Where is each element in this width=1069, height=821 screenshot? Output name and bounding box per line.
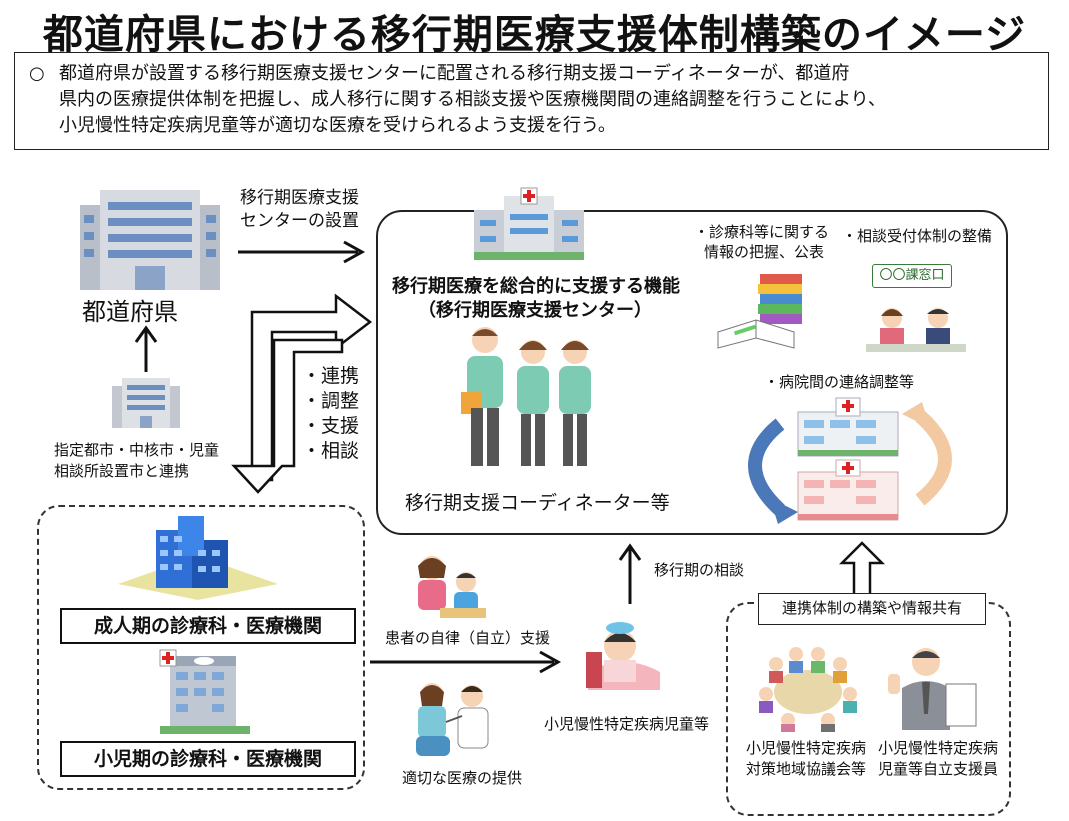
city-office-icon <box>112 378 180 428</box>
center-function-title: 移行期医療を総合的に支援する機能 <box>392 276 680 297</box>
partner-line2: 相談所設置市と連携 <box>54 462 190 480</box>
center-setup-line1: 移行期医療支援 <box>240 188 359 208</box>
prefecture-label: 都道府県 <box>82 298 178 326</box>
council-line1: 小児慢性特定疾病 <box>746 739 867 757</box>
council-meeting-illustration <box>759 647 857 732</box>
page-title: 都道府県における移行期医療支援体制構築のイメージ <box>42 12 1027 58</box>
summary-line-3: 小児慢性特定疾病児童等が適切な医療を受けられるよう支援を行う。 <box>59 115 616 136</box>
coop-item-soudan: ・相談 <box>302 440 360 462</box>
support-center-hospital-icon <box>474 187 584 260</box>
support-officer-illustration <box>888 648 977 730</box>
transition-consult-arrow <box>618 543 642 604</box>
books-icon <box>717 274 802 349</box>
mother-child-illustration <box>418 556 486 618</box>
doctor-patient-illustration <box>416 683 489 756</box>
info-line2: 情報の把握、公表 <box>704 243 825 261</box>
support-officer-line1: 小児慢性特定疾病 <box>878 739 999 757</box>
council-line2: 対策地域協議会等 <box>746 760 867 778</box>
desk-sign: 〇〇課窓口 <box>872 264 952 288</box>
coop-item-chousei: ・調整 <box>302 390 360 412</box>
coop-list: ・連携 ・調整 ・支援 ・相談 <box>302 364 359 464</box>
center-function-subtitle: （移行期医療支援センター） <box>418 300 652 321</box>
partner-line1: 指定都市・中核市・児童 <box>54 441 220 459</box>
reception-staff-icon <box>866 308 966 352</box>
institutions-box <box>37 505 365 790</box>
adult-hospital-building-icon <box>118 516 278 600</box>
patient-support-arrow <box>370 650 562 674</box>
partner-up-arrow <box>134 325 158 372</box>
hospital-cycle-illustration <box>748 397 952 524</box>
support-officer-line2: 児童等自立支援員 <box>878 760 999 778</box>
setup-arrow <box>238 240 366 264</box>
sick-child-illustration <box>586 622 660 690</box>
child-hospital-building-icon <box>159 649 250 734</box>
hospital-coord-text: ・病院間の連絡調整等 <box>764 373 915 391</box>
autonomy-support-text: 患者の自律（自立）支援 <box>385 629 551 647</box>
coordinator-label: 移行期支援コーディネーター等 <box>405 492 670 514</box>
center-setup-line2: センターの設置 <box>240 211 359 231</box>
consult-desk-text: ・相談受付体制の整備 <box>842 227 993 245</box>
network-header: 連携体制の構築や情報共有 <box>758 593 986 625</box>
coordinators-illustration <box>461 327 591 466</box>
child-institutions-label: 小児期の診療科・医療機関 <box>60 741 356 777</box>
patient-label: 小児慢性特定疾病児童等 <box>544 715 710 733</box>
coop-item-shien: ・支援 <box>302 415 360 437</box>
summary-line-2: 県内の医療提供体制を把握し、成人移行に関する相談支援や医療機関間の連絡調整を行う… <box>59 89 886 110</box>
coop-double-arrow <box>231 293 373 494</box>
summary-bullet: ○ <box>29 63 45 84</box>
summary-line-1: 都道府県が設置する移行期医療支援センターに配置される移行期支援コーディネーターが… <box>59 63 850 84</box>
care-provision-text: 適切な医療の提供 <box>402 769 523 787</box>
coop-item-renkei: ・連携 <box>302 365 360 387</box>
prefecture-building-icon <box>80 190 220 290</box>
transition-consult-text: 移行期の相談 <box>654 561 745 579</box>
summary-box: ○ 都道府県が設置する移行期医療支援センターに配置される移行期支援コーディネータ… <box>14 52 1049 150</box>
adult-institutions-label: 成人期の診療科・医療機関 <box>60 608 356 644</box>
info-line1: ・診療科等に関する <box>694 223 830 241</box>
